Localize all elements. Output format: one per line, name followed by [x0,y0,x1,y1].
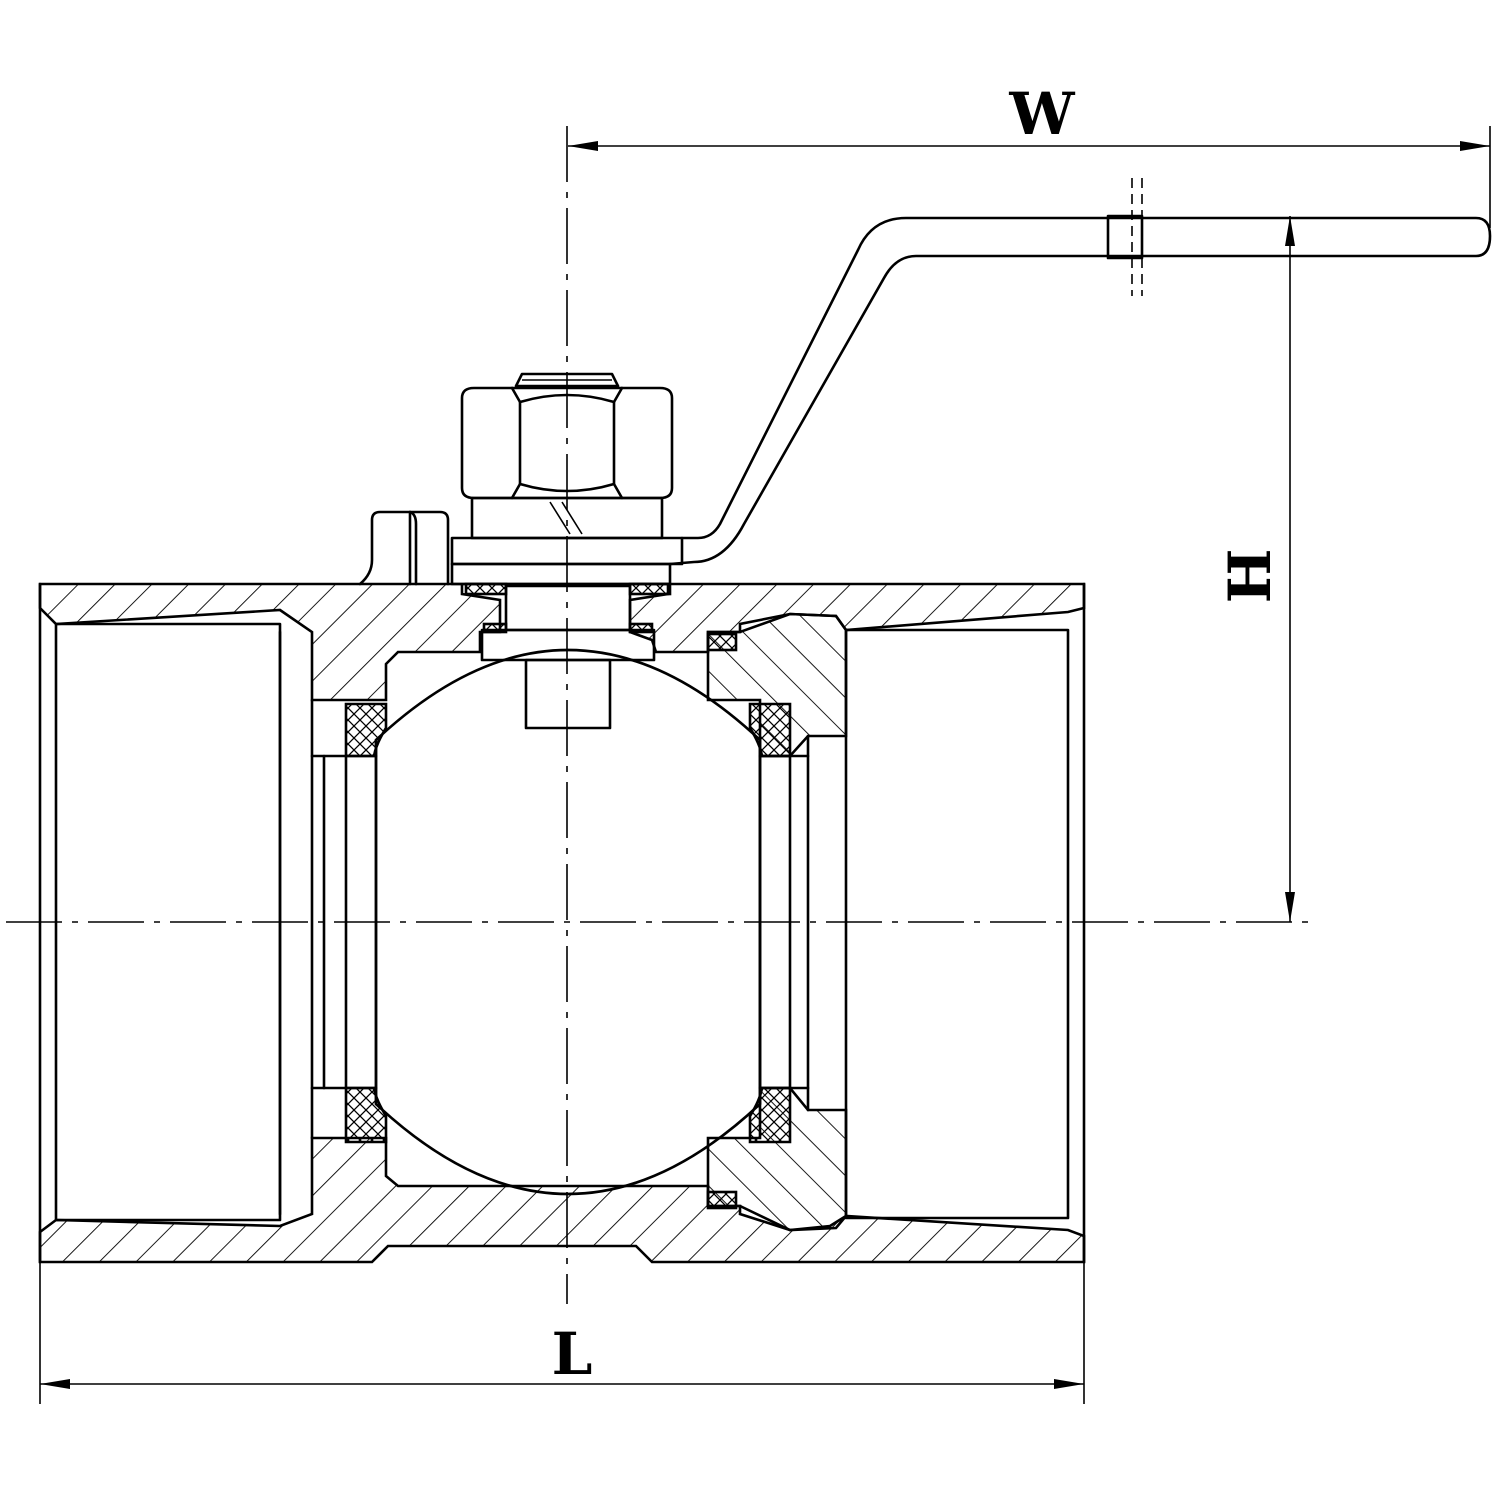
body-top-wall [38,582,1086,702]
dimension-w: W [568,80,1491,228]
seats [344,632,792,1210]
right-port [844,628,1070,1220]
seat-lower-left [344,1086,388,1144]
body-bottom-wall [38,1136,1086,1264]
seat-lower-right [748,1086,792,1144]
hex-nut-outline [460,386,674,500]
dim-label-w: W [1008,80,1075,148]
dimension-h: H [1216,216,1295,922]
end-cap-seal-bottom [706,1190,738,1210]
center-lines [6,126,1310,1304]
end-cap-upper [706,612,848,758]
packing-seal-right [628,582,672,596]
stem-collar [480,628,656,662]
stem-lower [524,658,612,730]
seat-upper-right [748,702,792,758]
stop-lug [358,510,450,586]
thrust-seal-right [628,622,654,634]
seat-upper-left [344,702,388,758]
dim-label-h: H [1216,549,1284,604]
lever-grip-end [1106,214,1144,260]
packing-seal-left [464,582,508,596]
handle-lever [668,178,1492,566]
gland-washer [450,562,672,586]
bore-outlines [38,582,1086,1264]
end-cap-seal-top [706,632,738,652]
dim-label-l: L [552,1320,593,1388]
thrust-seal-left [482,622,508,634]
nut-top [514,372,620,388]
dimension-l: L [39,1262,1085,1404]
lever-outline [668,216,1492,566]
stem-shaft [504,584,632,632]
hex-nut [460,372,674,500]
valve-body [38,582,1086,1264]
